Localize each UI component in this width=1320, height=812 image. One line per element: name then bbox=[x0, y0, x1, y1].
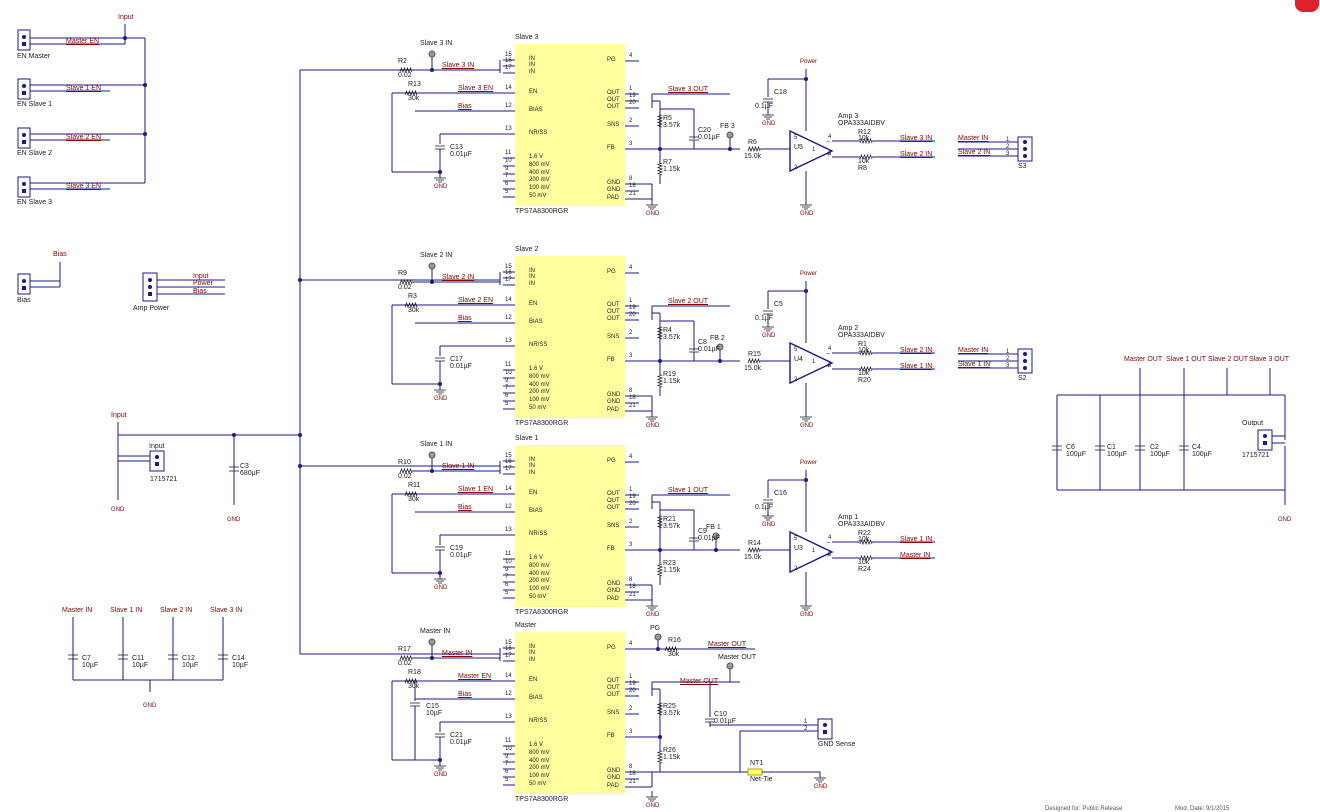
main-power-bus bbox=[117, 69, 500, 655]
op-amp-0 bbox=[789, 129, 834, 173]
regulator-ic-3 bbox=[515, 632, 625, 794]
op-amp-2 bbox=[789, 530, 834, 574]
decoupling-caps bbox=[68, 368, 1286, 692]
logo-mark bbox=[1295, 0, 1319, 12]
regulator-ic-0 bbox=[515, 44, 625, 206]
regulator-ic-1 bbox=[515, 256, 625, 418]
regulator-ic-2 bbox=[515, 445, 625, 607]
op-amp-1 bbox=[789, 341, 834, 385]
en-connectors bbox=[17, 24, 225, 472]
